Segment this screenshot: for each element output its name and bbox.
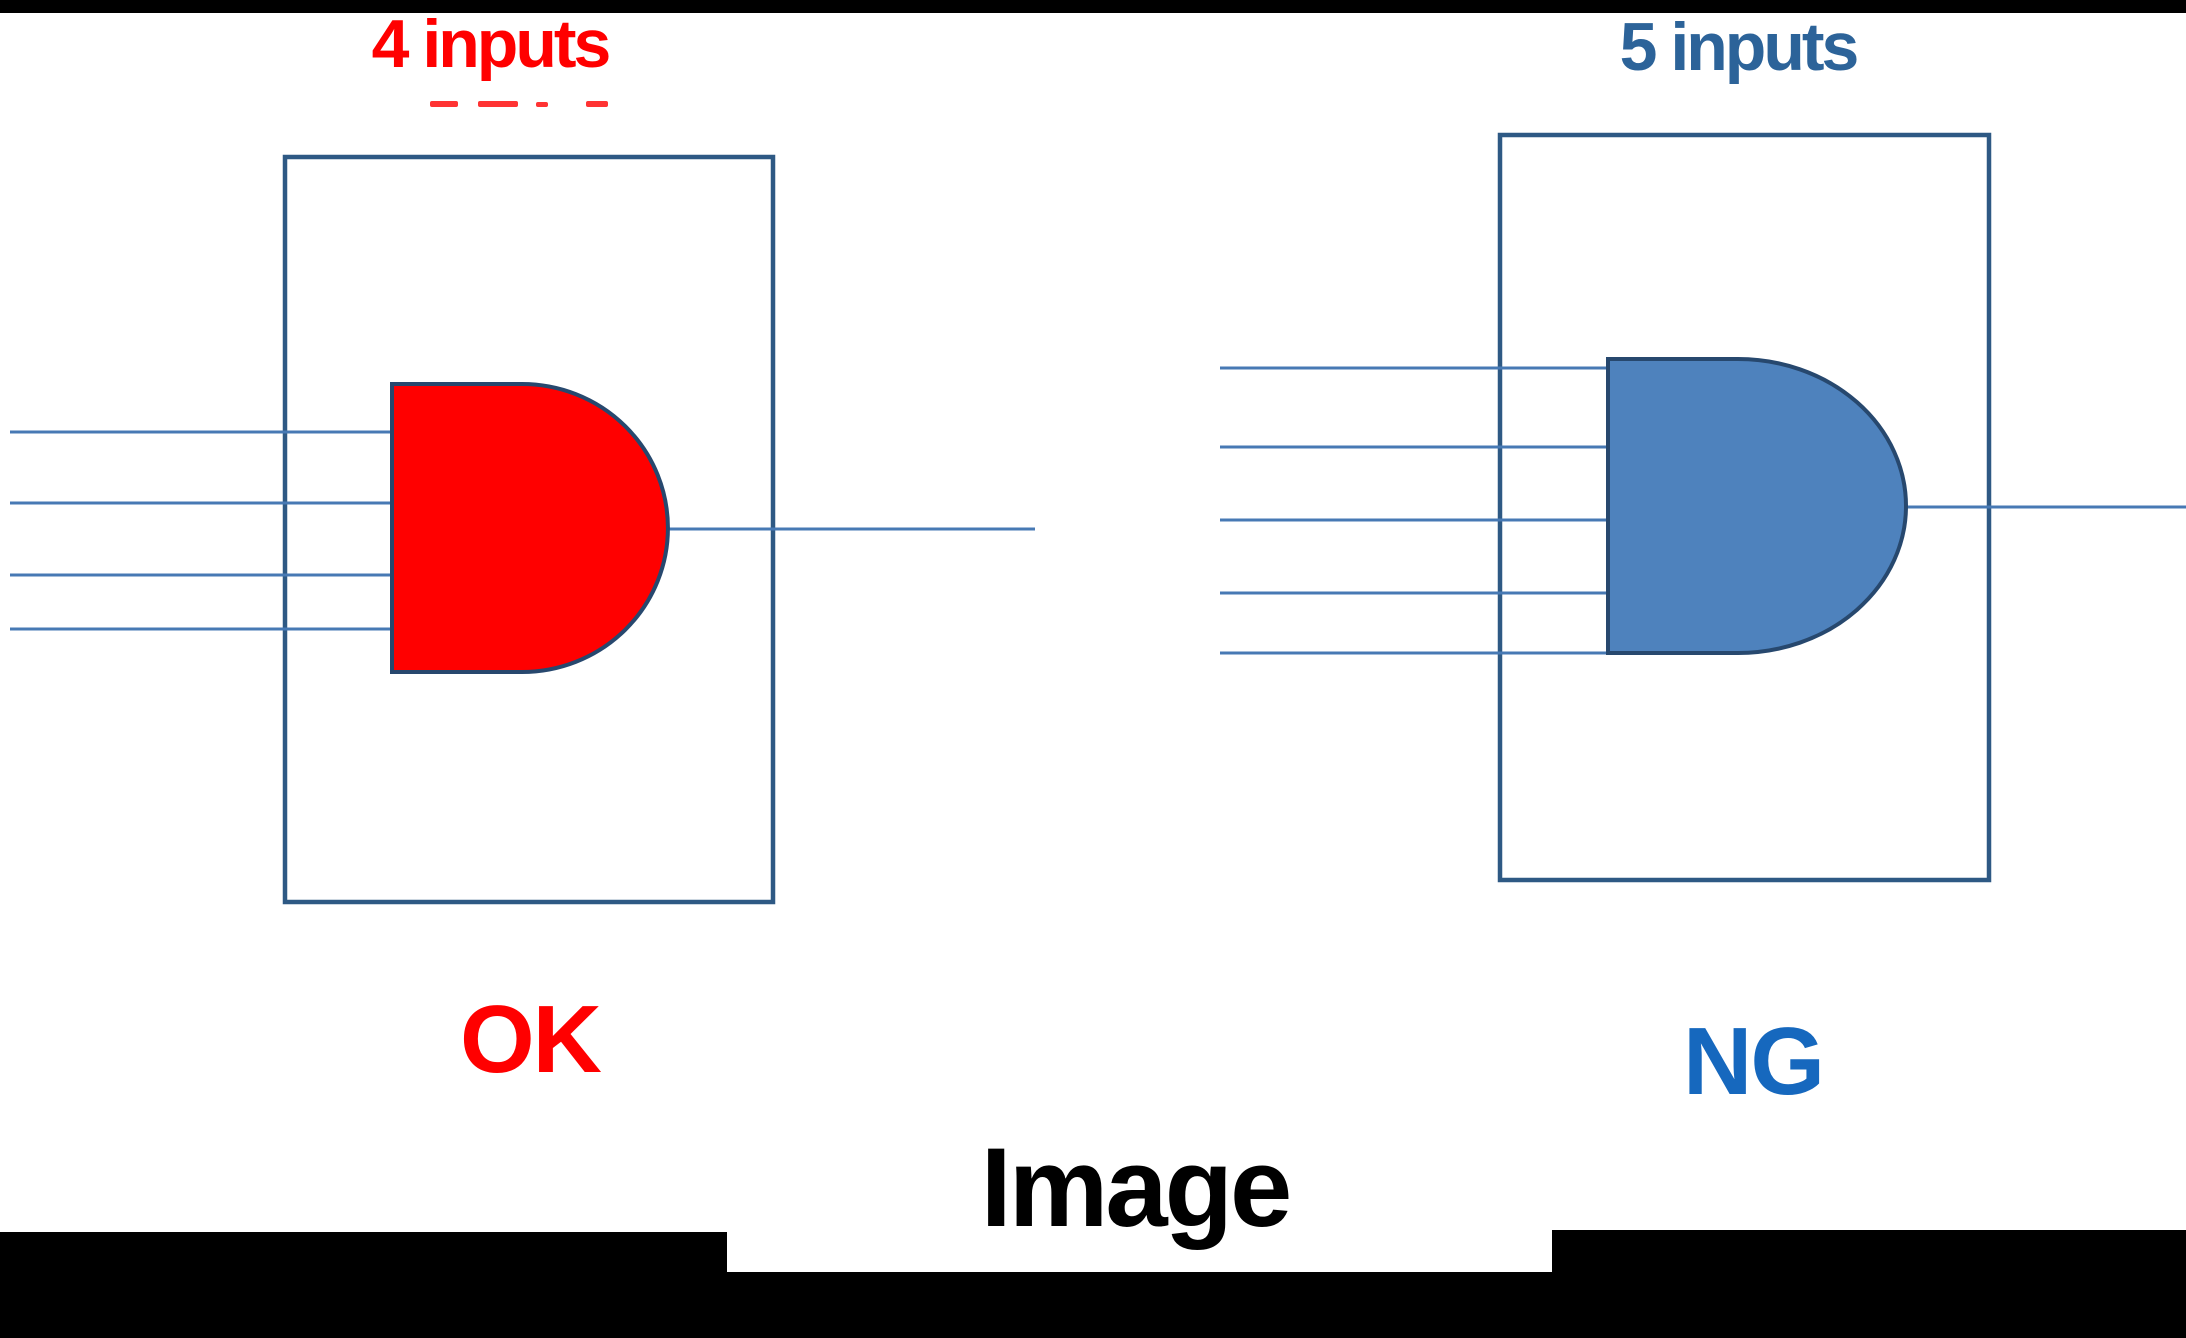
ok-verdict-label: OK (460, 986, 602, 1093)
left-and-gate-icon (390, 382, 670, 674)
bottom-right-black-block (1552, 1230, 2186, 1274)
right-gate-group (1220, 132, 2186, 883)
red-dash-artifact (430, 101, 458, 107)
left-title: 4 inputs (371, 6, 612, 82)
red-dash-artifact (536, 102, 548, 107)
image-caption: Image (980, 1125, 1293, 1250)
left-gate-group (10, 154, 1035, 905)
red-dash-artifact (478, 101, 518, 107)
top-black-bar (0, 0, 2186, 13)
right-input-wires (1220, 366, 1608, 655)
right-and-gate-icon (1606, 357, 1908, 655)
right-title: 5 inputs (1619, 9, 1860, 85)
ng-verdict-label: NG (1683, 1008, 1825, 1115)
bottom-left-black-block (0, 1232, 727, 1274)
bottom-black-bar (0, 1272, 2186, 1338)
left-input-wires (10, 430, 392, 631)
red-dash-artifact (586, 101, 608, 107)
red-dash-artifacts (430, 101, 608, 107)
